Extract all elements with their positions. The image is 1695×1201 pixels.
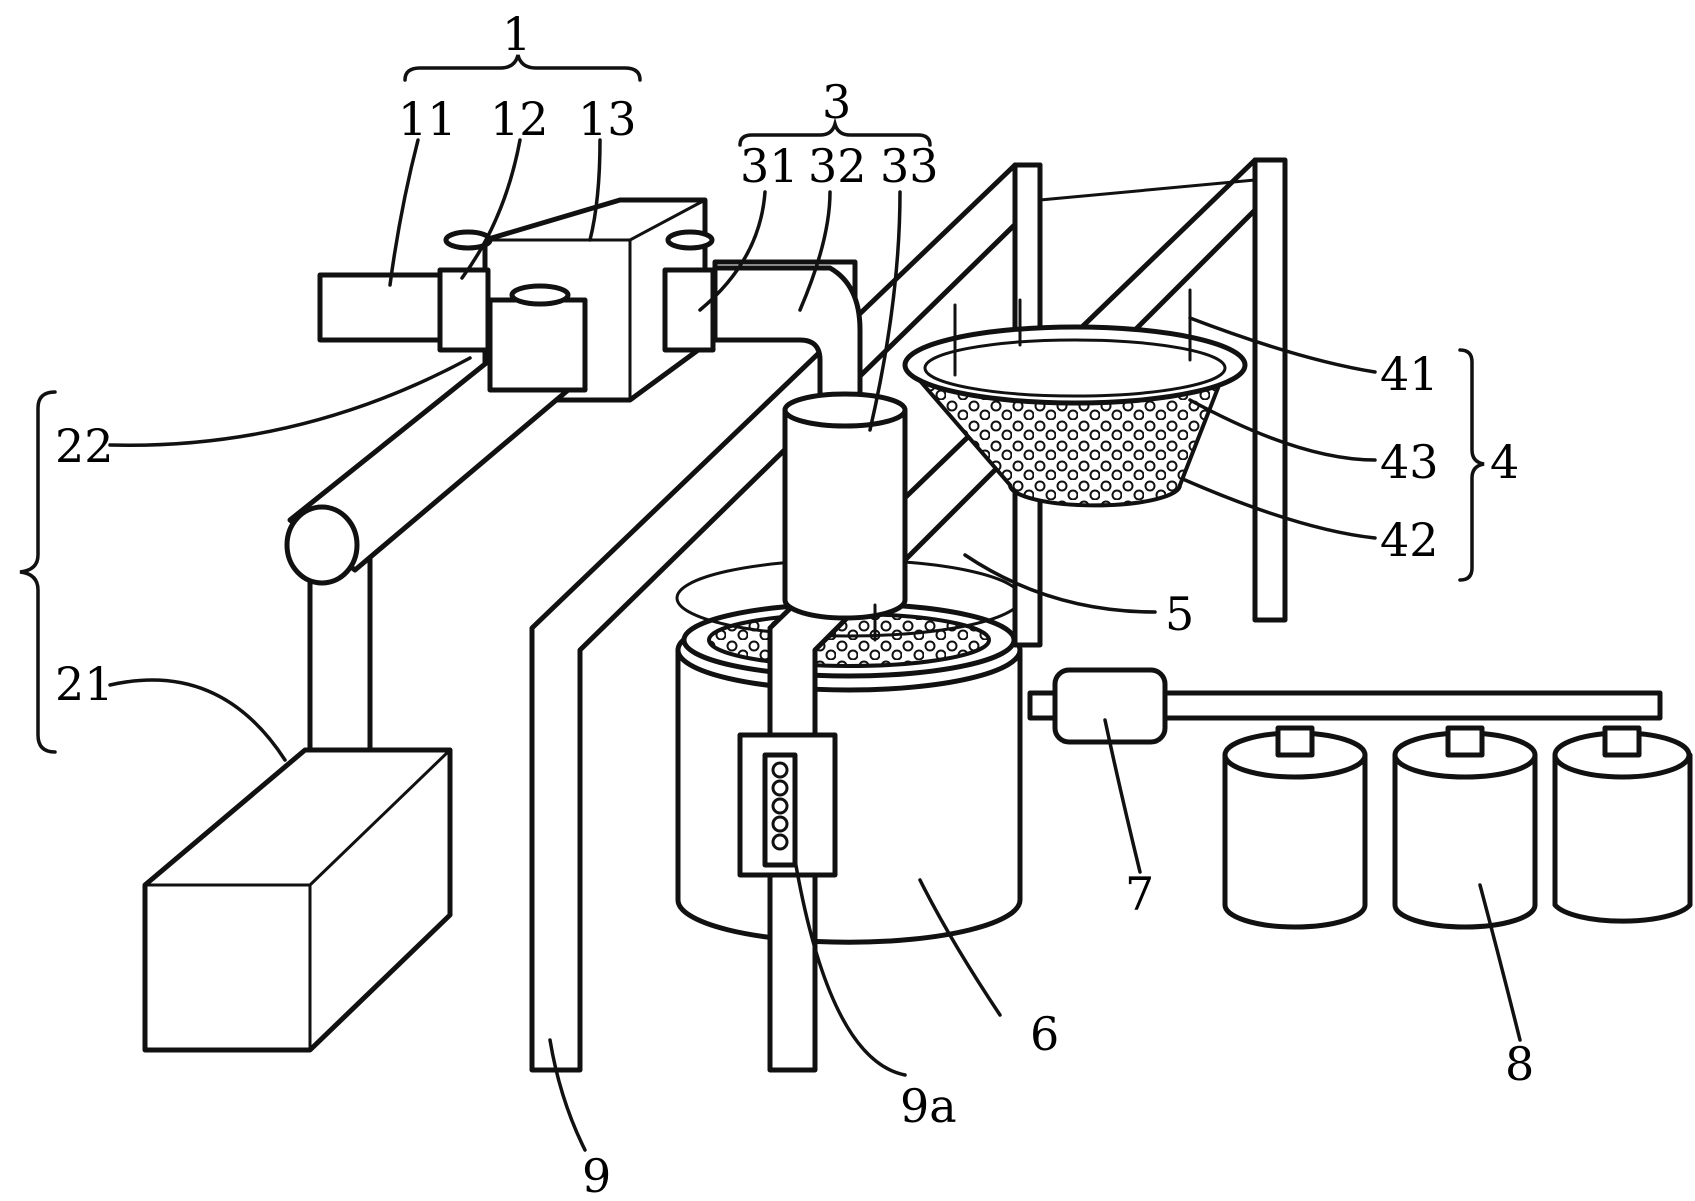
label-21: 21: [55, 657, 114, 711]
barrel-3: [1552, 725, 1693, 924]
label-43: 43: [1380, 435, 1439, 489]
label-5: 5: [1165, 587, 1194, 641]
distribution-pipe: [1027, 667, 1663, 745]
label-22: 22: [55, 419, 114, 473]
barrel-1: [1222, 725, 1368, 930]
label-12: 12: [490, 92, 549, 146]
label-9: 9: [582, 1149, 611, 1201]
label-4: 4: [1490, 435, 1519, 489]
blower-assembly: [142, 283, 588, 1053]
label-3: 3: [822, 75, 851, 129]
label-11: 11: [398, 92, 457, 146]
conveying-pipe: [712, 259, 908, 642]
bracket-4: [1458, 348, 1485, 582]
label-42: 42: [1380, 513, 1439, 567]
label-33: 33: [880, 139, 939, 193]
bracket-3: [738, 117, 932, 147]
storage-barrels: [1222, 725, 1693, 930]
leader-lines: [108, 138, 1522, 1152]
label-1: 1: [502, 7, 531, 61]
bracket-1: [403, 54, 642, 82]
label-9a: 9a: [900, 1079, 957, 1133]
control-box: [737, 732, 838, 878]
label-31: 31: [740, 139, 799, 193]
label-7: 7: [1125, 867, 1154, 921]
label-8: 8: [1505, 1037, 1534, 1091]
bracket-2: [19, 390, 57, 754]
label-6: 6: [1030, 1007, 1059, 1061]
upper-filter-basket: [902, 288, 1248, 508]
part-labels: 1 11 12 13 3 31 32 33 41 43 4 42 5 22 21…: [55, 7, 1534, 1201]
barrel-2: [1392, 725, 1538, 930]
label-41: 41: [1380, 347, 1439, 401]
label-32: 32: [808, 139, 867, 193]
label-13: 13: [578, 92, 637, 146]
